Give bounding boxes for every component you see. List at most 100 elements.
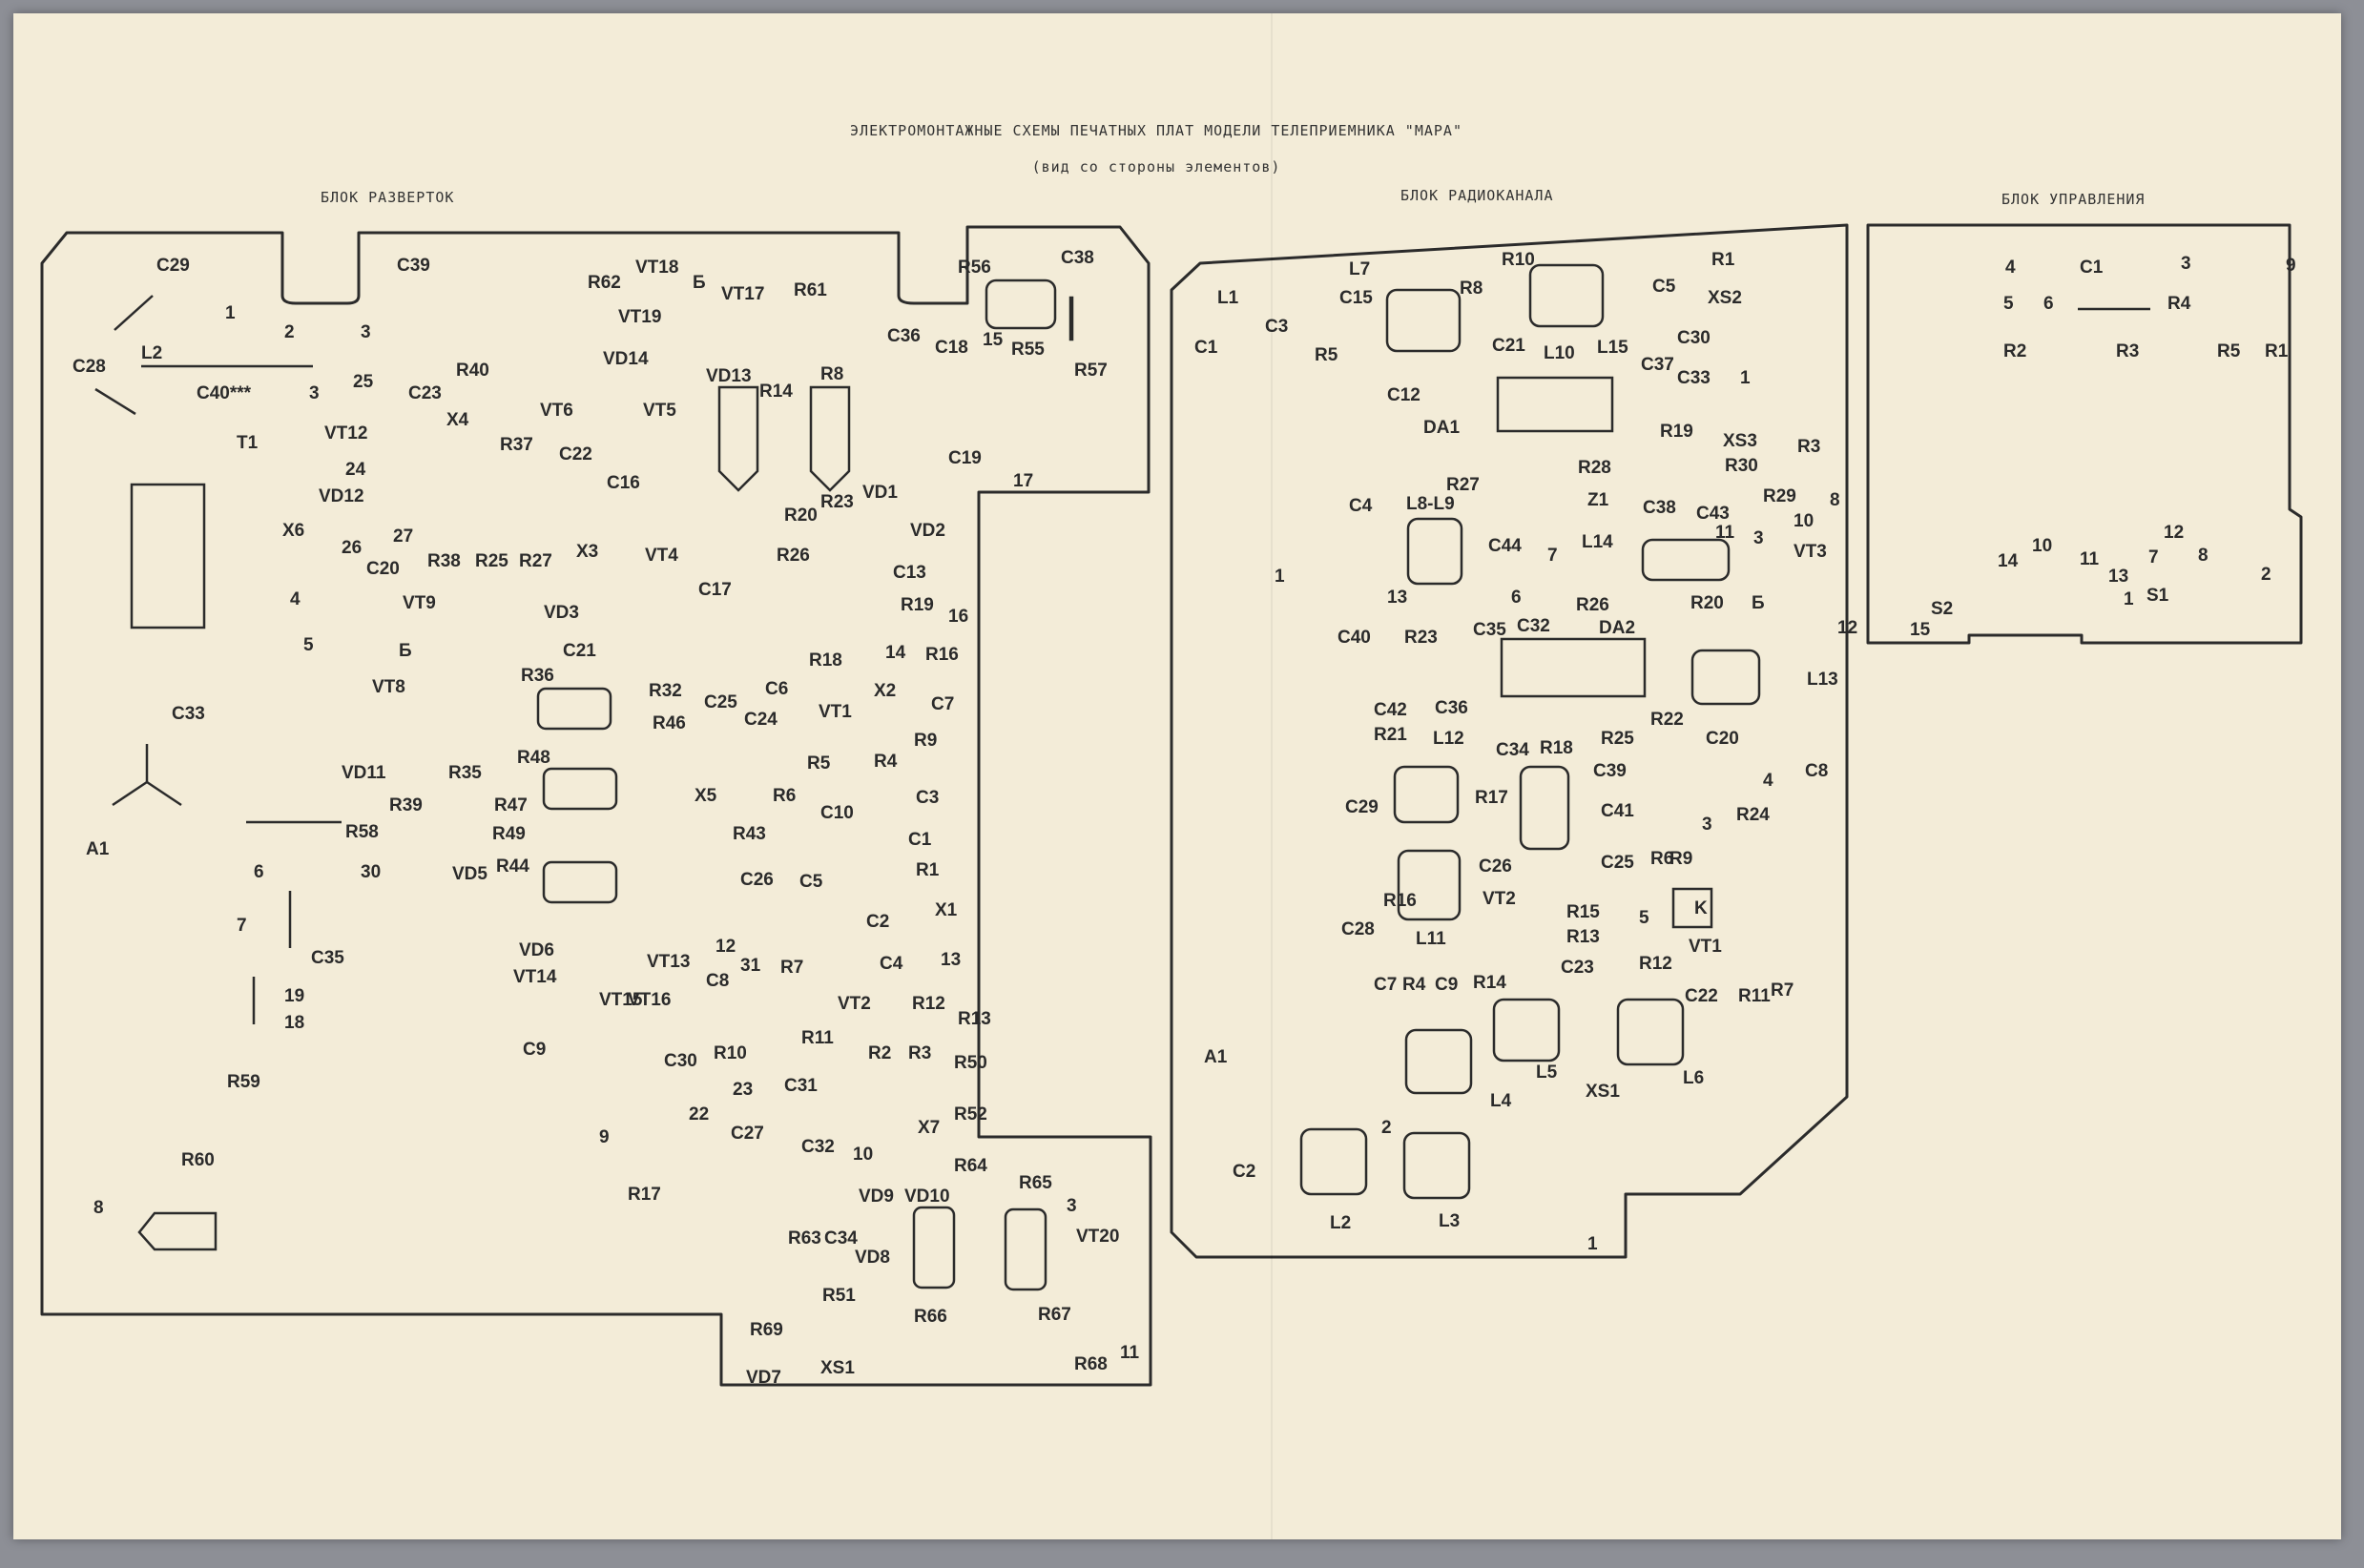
component-label: 25 [353,372,374,392]
component-label: C30 [664,1051,697,1071]
component-label: R13 [958,1009,991,1029]
component-label: C16 [607,473,640,493]
component-label: 24 [345,460,366,480]
component-label: R7 [780,958,803,978]
component-label: 30 [361,862,381,882]
component-label: R3 [908,1043,931,1063]
component-label: L3 [1439,1211,1460,1231]
component-label: 12 [715,937,736,957]
component-label: R2 [868,1043,891,1063]
component-label: L1 [1217,288,1239,308]
component-label: C41 [1601,801,1634,821]
component-label: R20 [1690,593,1724,613]
component-label: R16 [925,645,959,665]
component-label: R4 [2167,294,2191,314]
component-label: 3 [361,322,371,342]
component-label: C37 [1641,355,1674,375]
component-label: 13 [2108,567,2128,587]
component-label: X1 [935,900,958,920]
component-label: C39 [397,256,430,276]
board-outline-upravleniya [1866,223,2303,645]
component-label: C44 [1488,536,1522,556]
component-label: VT14 [513,967,557,987]
component-label: 8 [2198,546,2208,566]
component-label: R18 [1540,738,1573,758]
component-label: C7 [1374,975,1397,995]
component-label: C28 [73,357,106,377]
component-label: R19 [1660,422,1693,442]
component-label: 9 [2286,256,2296,276]
component-label: C3 [916,788,939,808]
component-label: R32 [649,681,682,701]
component-label: VD1 [862,483,898,503]
component-label: R64 [954,1156,987,1176]
component-label: R26 [1576,595,1609,615]
component-label: 10 [2032,536,2052,556]
component-label: VT18 [635,258,678,278]
component-label: C1 [908,830,932,850]
component-label: L15 [1597,338,1628,358]
component-label: R27 [1446,475,1480,495]
component-label: R30 [1725,456,1758,476]
component-label: C28 [1341,919,1375,939]
component-label: C33 [1677,368,1711,388]
component-label: C32 [1517,616,1550,636]
component-label: R12 [1639,954,1672,974]
component-label: R27 [519,551,552,571]
component-label: C6 [765,679,788,699]
component-label: C40*** [197,383,252,403]
component-label: X4 [446,410,469,430]
component-label: C35 [1473,620,1506,640]
component-label: VT1 [819,702,852,722]
block-title-razvertok: БЛОК РАЗВЕРТОК [321,189,454,206]
component-label: L8-L9 [1406,494,1455,514]
component-label: R25 [1601,729,1634,749]
component-label: R16 [1383,891,1417,911]
component-label: R55 [1011,340,1045,360]
component-label: VD13 [706,366,752,386]
block-title-radiokanala: БЛОК РАДИОКАНАЛА [1400,187,1554,204]
component-label: C33 [172,704,205,724]
component-label: 12 [2164,523,2184,543]
component-label: C21 [563,641,596,661]
component-label: R21 [1374,725,1407,745]
component-label: VD8 [855,1248,890,1268]
component-label: R40 [456,361,489,381]
component-label: R3 [2116,341,2139,361]
component-label: C30 [1677,328,1711,348]
component-label: VT16 [628,990,671,1010]
component-label: L11 [1416,929,1446,949]
component-label: C34 [824,1228,858,1248]
component-label: C26 [740,870,774,890]
component-label: R44 [496,856,529,877]
component-label: VD10 [904,1186,950,1207]
component-label: C38 [1061,248,1094,268]
component-label: XS1 [1586,1082,1620,1102]
component-label: XS3 [1723,431,1757,451]
component-label: L6 [1683,1068,1704,1088]
component-label: A1 [1204,1047,1228,1067]
component-label: R15 [1566,902,1600,922]
component-label: C35 [311,948,344,968]
component-label: R22 [1650,710,1684,730]
component-label: 8 [93,1198,104,1218]
component-label: C31 [784,1076,818,1096]
component-label: VT2 [1483,889,1516,909]
component-label: C32 [801,1137,835,1157]
component-label: XS1 [820,1358,855,1378]
component-label: R38 [427,551,461,571]
component-label: Б [399,641,412,661]
component-label: 10 [1794,511,1814,531]
component-label: L2 [141,343,162,363]
component-label: 4 [1763,771,1773,791]
component-label: 27 [393,526,413,547]
component-label: R35 [448,763,482,783]
component-label: R10 [714,1043,747,1063]
component-label: R59 [227,1072,260,1092]
component-label: 5 [2003,294,2014,314]
component-label: R13 [1566,927,1600,947]
component-label: 23 [733,1080,753,1100]
component-label: C4 [1349,496,1373,516]
component-label: R47 [494,795,528,815]
component-label: C29 [156,256,190,276]
